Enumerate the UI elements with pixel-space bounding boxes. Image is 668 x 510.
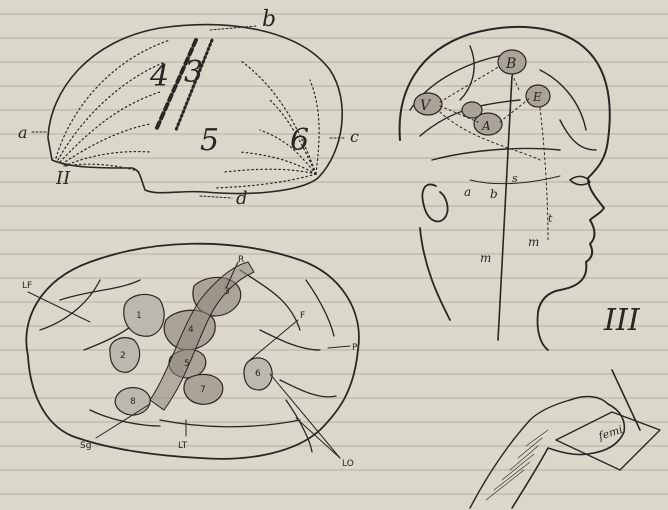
area-5: 5 [200, 123, 219, 158]
node-a-label: A [481, 119, 491, 133]
region-6-label: 6 [255, 369, 261, 379]
region-8-label: 8 [130, 397, 136, 407]
label-d: d [236, 188, 248, 209]
spinal-pathway [498, 76, 512, 340]
path-label-a: a [464, 185, 471, 199]
figure-ii-numeral: II [55, 168, 71, 189]
brain-regions: 1 2 3 4 5 6 7 8 [110, 262, 272, 415]
writing-hand: femi [470, 370, 660, 508]
label-lt: LT [178, 441, 188, 451]
label-a: a [18, 123, 28, 142]
path-label-m2: m [528, 235, 539, 249]
label-p: P [352, 343, 358, 353]
node-small [462, 102, 482, 118]
neck [420, 228, 450, 320]
node-e-label: E [532, 90, 542, 104]
area-4: 4 [149, 59, 169, 94]
figure-iii-head: B V A E a b m m s t III [400, 27, 660, 508]
label-sg: Sg [80, 441, 91, 451]
background-text-lines [0, 14, 668, 494]
figure-iii-numeral: III [603, 303, 641, 338]
label-c: c [350, 127, 359, 146]
eye [570, 176, 590, 184]
paper [556, 412, 660, 470]
area-6: 6 [290, 123, 309, 158]
label-lf: LF [22, 281, 32, 291]
path-label-t: t [548, 212, 553, 225]
region-3-label: 3 [224, 287, 230, 297]
label-b: b [262, 7, 276, 32]
region-4-label: 4 [188, 325, 194, 335]
region-5-label: 5 [184, 359, 190, 369]
paper-text: femi [596, 423, 624, 443]
path-label-s: s [512, 172, 518, 185]
node-b-label: B [505, 56, 516, 72]
region-1 [124, 294, 164, 336]
label-lo: LO [342, 459, 354, 469]
region-7-label: 7 [200, 385, 206, 395]
path-label-m: m [480, 251, 491, 265]
label-r: R [238, 255, 244, 265]
hand-outline [512, 397, 624, 508]
area-3: 3 [184, 55, 203, 90]
sleeve [470, 400, 570, 508]
path-label-b: b [490, 187, 498, 201]
region-1-label: 1 [136, 311, 142, 321]
region-2-label: 2 [120, 351, 126, 361]
label-f: F [300, 311, 305, 321]
label-d-leader [200, 196, 232, 198]
ear [423, 184, 448, 221]
